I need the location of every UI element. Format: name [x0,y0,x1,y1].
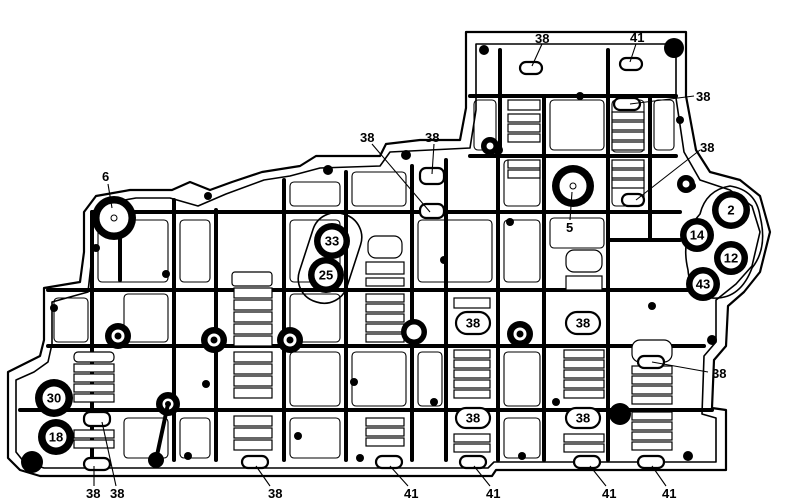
valve-bore [611,111,645,189]
accumulator-pocket [297,211,363,305]
oval-38-a: 38 [454,310,492,336]
bolt-holes [21,38,717,473]
circle-25-label: 25 [319,268,333,283]
circle-12: 12 [714,241,748,275]
oval-38-b: 38 [564,310,602,336]
circle-30: 30 [35,379,73,417]
callout-41-top: 41 [630,30,644,45]
valve-bore [507,99,541,179]
callout-38-mid-b: 38 [425,130,439,145]
checkball-6 [92,196,136,240]
callout-41-bottom-b: 41 [486,486,500,501]
callout-labels: 38 41 38 38 38 38 6 5 38 38 38 38 41 41 … [86,30,726,501]
checkball-5 [552,165,594,207]
circle-33-label: 33 [325,234,339,249]
cavities [53,99,675,459]
oval-38-b-label: 38 [576,316,590,331]
circle-14-label: 14 [690,228,705,243]
circle-14: 14 [680,218,714,252]
oval-38-c-label: 38 [466,411,480,426]
circle-33: 33 [314,223,350,259]
oval-38-d-label: 38 [576,411,590,426]
oval-38-d: 38 [564,406,602,430]
callout-6: 6 [102,169,109,184]
valve-bore [563,249,605,453]
valve-bore [73,351,115,449]
callout-38-right-b: 38 [700,140,714,155]
circle-18-label: 18 [49,430,63,445]
callout-38-right-c: 38 [712,366,726,381]
circle-12-label: 12 [724,251,738,266]
screen-slots [82,56,666,472]
callout-38-mid-a: 38 [360,130,374,145]
circle-25: 25 [308,257,344,293]
circle-30-label: 30 [47,391,61,406]
ringed-holes [105,137,695,425]
oval-38-c: 38 [454,406,492,430]
callout-38-bottom-b: 38 [110,486,124,501]
circle-18: 18 [38,419,74,455]
callout-38-bottom-a: 38 [86,486,100,501]
link-rod [154,402,170,462]
callout-41-bottom-a: 41 [404,486,418,501]
valve-bores [73,99,673,453]
callout-5: 5 [566,220,573,235]
leader-lines [93,43,709,487]
circle-2: 2 [712,191,750,229]
callout-38-bottom-c: 38 [268,486,282,501]
callout-38-top-a: 38 [535,31,549,46]
valve-bore [453,297,491,453]
callout-41-bottom-d: 41 [662,486,676,501]
valve-bore [231,271,273,451]
casting-webs [18,48,714,462]
oval-38-a-label: 38 [466,316,480,331]
circle-43-label: 43 [696,277,710,292]
callout-41-bottom-c: 41 [602,486,616,501]
callout-38-right-a: 38 [696,89,710,104]
circle-43: 43 [686,267,720,301]
inner-outline [15,43,761,469]
circle-2-label: 2 [727,203,734,218]
